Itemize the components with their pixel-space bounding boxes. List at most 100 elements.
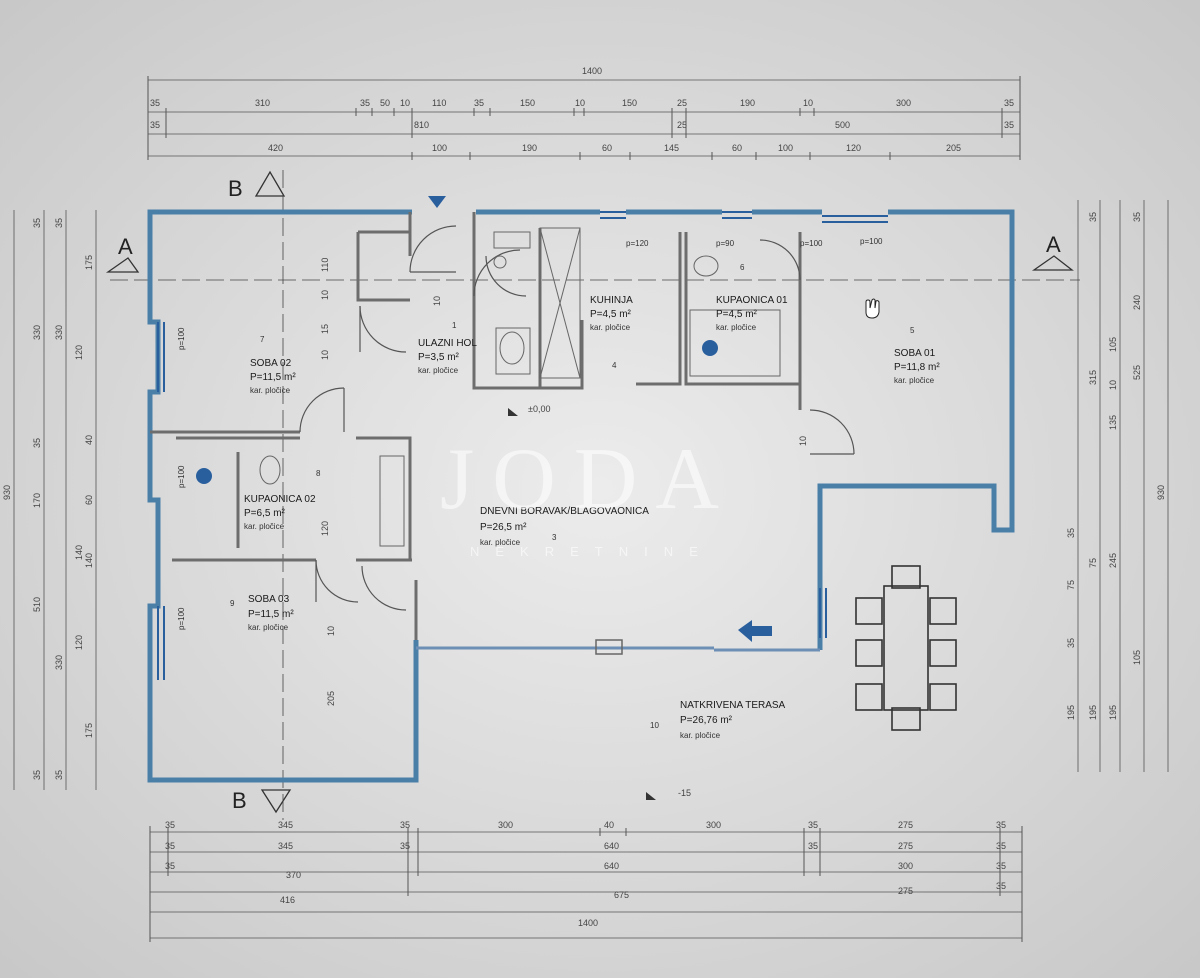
right-dim-outer: 930 xyxy=(1156,485,1166,500)
right-dim-b: 75 xyxy=(1088,558,1098,568)
right-dim-a: 525 xyxy=(1132,365,1142,380)
room-number: 8 xyxy=(316,469,321,478)
top-dim-r1: 10 xyxy=(400,98,410,108)
room-kupaonica-02: KUPAONICA 02 P=6,5 m² kar. pločice 8 xyxy=(244,469,321,531)
right-dim-a: 105 xyxy=(1108,337,1118,352)
room-floor: kar. pločice xyxy=(680,731,721,740)
left-dim-c: 120 xyxy=(74,345,84,360)
room-floor: kar. pločice xyxy=(244,522,285,531)
bot-dim-r1: 35 xyxy=(165,820,175,830)
window-tag: p=100 xyxy=(177,465,186,488)
watermark-sub: NEKRETNINE xyxy=(470,544,714,559)
interior-dim: 10 xyxy=(320,290,330,300)
top-dim-r1: 35 xyxy=(1004,98,1014,108)
interior-dim: 10 xyxy=(432,296,442,306)
watermark: JODA NEKRETNINE xyxy=(440,431,737,559)
bot-dim-r2: 35 xyxy=(996,841,1006,851)
window-tag: p=90 xyxy=(716,239,735,248)
level-marker-icon xyxy=(508,408,518,416)
right-dim-a: 315 xyxy=(1088,370,1098,385)
interior-dim: 10 xyxy=(326,626,336,636)
left-dim-a: 170 xyxy=(32,493,42,508)
top-dim-r2: 35 xyxy=(150,120,160,130)
room-name: KUHINJA xyxy=(590,295,633,306)
section-b-top-triangle-icon xyxy=(254,170,286,197)
top-dim-r1: 190 xyxy=(740,98,755,108)
right-dim-c: 195 xyxy=(1108,705,1118,720)
right-dim-c: 35 xyxy=(1066,638,1076,648)
interior-dim: 110 xyxy=(320,258,330,272)
section-a-right-triangle-icon xyxy=(1031,255,1074,271)
top-dim-r1: 310 xyxy=(255,98,270,108)
top-dim-r2: 500 xyxy=(835,120,850,130)
room-number: 1 xyxy=(452,321,457,330)
terrace-level: -15 xyxy=(678,788,691,798)
left-dim-c: 140 xyxy=(74,545,84,560)
left-dim-b: 40 xyxy=(84,435,94,445)
window-tag: p=100 xyxy=(800,239,823,248)
interior-dimensions: 110 10 15 10 10 120 10 205 10 -15 ±0,00 xyxy=(320,258,808,800)
room-area: P=11,5 m² xyxy=(250,372,296,383)
room-floor: kar. pločice xyxy=(418,366,459,375)
bot-dim-r2: 640 xyxy=(604,841,619,851)
top-dimensions: 1400 35 310 35 50 10 110 35 150 10 150 2… xyxy=(147,66,1021,160)
room-area: P=4,5 m² xyxy=(716,309,758,320)
top-dim-r3: 100 xyxy=(432,143,447,153)
room-soba-01: SOBA 01 P=11,8 m² kar. pločice 5 xyxy=(894,326,940,385)
bot-dim-r2: 35 xyxy=(165,841,175,851)
top-dim-r3: 60 xyxy=(602,143,612,153)
top-dim-r1: 110 xyxy=(432,98,446,108)
room-area: P=26,5 m² xyxy=(480,522,527,533)
interior-dim: 15 xyxy=(320,324,330,334)
top-dim-r3: 420 xyxy=(268,143,283,153)
top-dim-r1: 10 xyxy=(575,98,585,108)
bathroom-fixtures xyxy=(259,227,781,547)
right-dim-c: 75 xyxy=(1066,580,1076,590)
top-dim-r1: 50 xyxy=(380,98,390,108)
room-number: 3 xyxy=(552,533,557,542)
right-dim-a: 105 xyxy=(1132,650,1142,665)
right-dim-a: 240 xyxy=(1132,295,1142,310)
top-dim-r1: 10 xyxy=(803,98,813,108)
right-dim-b: 135 xyxy=(1108,415,1118,430)
watermark-brand: JODA xyxy=(440,431,737,528)
bot-dim-r4: 675 xyxy=(614,890,629,900)
top-dim-total: 1400 xyxy=(582,66,602,76)
top-dim-r1: 35 xyxy=(150,98,160,108)
room-number: 5 xyxy=(910,326,915,335)
window-tag: p=100 xyxy=(860,237,883,246)
section-markers: A A B B xyxy=(105,170,1080,820)
top-dim-r1: 35 xyxy=(360,98,370,108)
left-dim-a: 35 xyxy=(32,218,42,228)
left-dim-b: 175 xyxy=(84,723,94,738)
top-dim-r3: 145 xyxy=(664,143,679,153)
bot-dim-r1: 275 xyxy=(898,820,913,830)
room-number: 4 xyxy=(612,361,617,370)
room-kupaonica-01: KUPAONICA 01 P=4,5 m² kar. pločice 6 xyxy=(716,263,788,332)
section-a-left-triangle-icon xyxy=(105,257,140,273)
top-dim-r3: 60 xyxy=(732,143,742,153)
bottom-dimensions: 35 345 35 300 40 300 35 275 35 35 345 35… xyxy=(149,820,1023,942)
exterior-walls xyxy=(147,209,1015,783)
bot-dim-r2: 345 xyxy=(278,841,293,851)
left-dim-a: 35 xyxy=(32,438,42,448)
room-area: P=4,5 m² xyxy=(590,309,632,320)
room-name: SOBA 03 xyxy=(248,594,290,605)
left-dim-b: 60 xyxy=(84,495,94,505)
windows xyxy=(157,211,888,680)
top-dim-r3: 190 xyxy=(522,143,537,153)
room-name: ULAZNI HOL xyxy=(418,338,477,349)
room-floor: kar. pločice xyxy=(716,323,757,332)
bot-dim-r2: 35 xyxy=(400,841,410,851)
room-dnevni-boravak: DNEVNI BORAVAK/BLAGOVAONICA P=26,5 m² ka… xyxy=(480,506,649,547)
top-dim-r3: 100 xyxy=(778,143,793,153)
bot-dim-r1: 35 xyxy=(996,820,1006,830)
room-floor: kar. pločice xyxy=(248,623,289,632)
room-floor: kar. pločice xyxy=(250,386,291,395)
section-b-bottom: B xyxy=(232,788,247,813)
top-dim-r2: 25 xyxy=(677,120,687,130)
room-number: 10 xyxy=(650,721,659,730)
left-dim-outer: 930 xyxy=(2,485,12,500)
